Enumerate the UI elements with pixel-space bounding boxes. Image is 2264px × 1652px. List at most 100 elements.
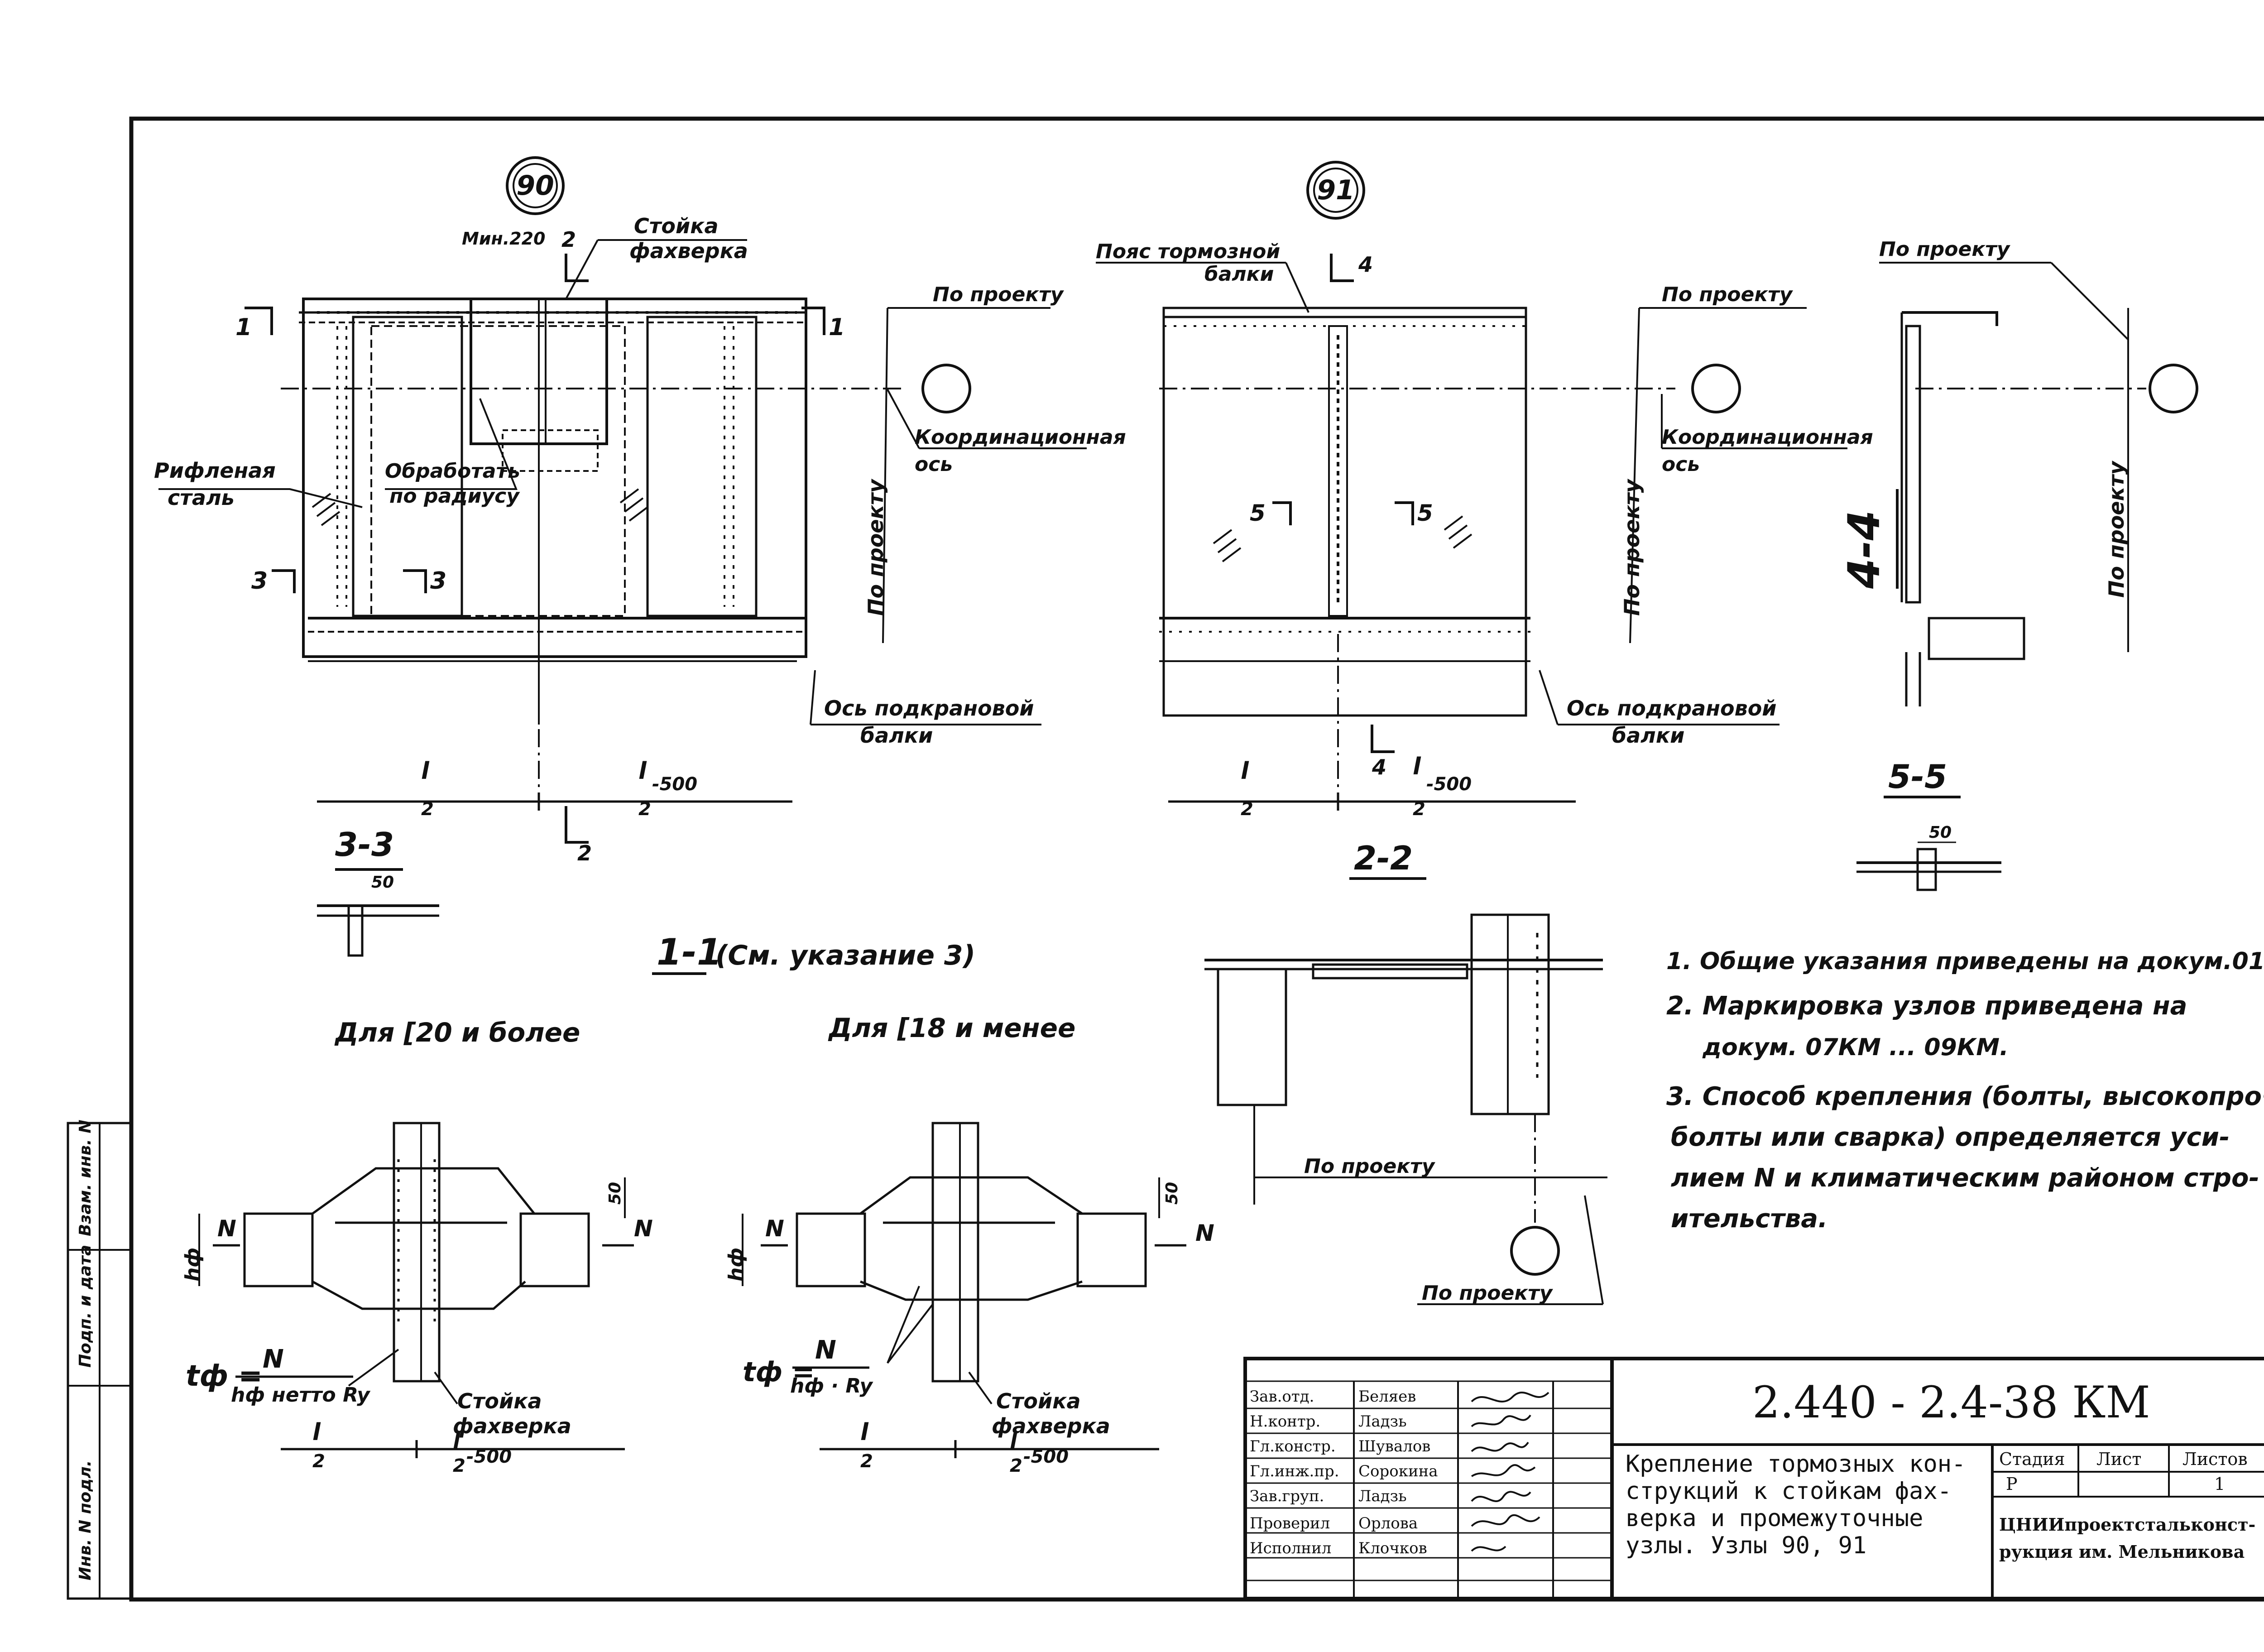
section-2-2-po-proektu-1: По проекту — [1304, 1155, 1436, 1178]
title-block-grid — [1243, 1357, 2264, 1600]
label-rifl-2: сталь — [168, 485, 235, 510]
section-1-1-note: (См. указание 3) — [715, 940, 975, 971]
role-3: Гл.констр. — [1250, 1437, 1336, 1455]
section-4-4-title: 4-4 — [1839, 510, 1890, 589]
dim-l2m-90-minus: -500 — [652, 774, 697, 795]
label-po-proektu-90: По проекту — [933, 283, 1065, 306]
label-po-proektu-v-91: По проекту — [1620, 478, 1644, 616]
section-4-4-po-proektu-top: По проекту — [1879, 238, 2011, 261]
dim-l2-91-bottom: 2 — [1241, 799, 1253, 820]
side-stamp-text-3: Взам. инв. N — [76, 1119, 95, 1236]
node-91-drawing — [1096, 161, 1847, 815]
label-koord-91-2: ось — [1662, 453, 1700, 476]
label-poyas-1: Пояс тормозной — [1096, 240, 1280, 263]
title-line-1: Крепление тормозных кон- — [1626, 1450, 1966, 1478]
role-5-name: Ладзь — [1358, 1487, 1407, 1505]
formula-right-den: hф · Ry — [790, 1374, 873, 1397]
section-1-1-l2m-left-minus: -500 — [466, 1446, 512, 1467]
note-3d: ительства. — [1671, 1204, 1828, 1234]
label-stoika-90: Стойка — [634, 214, 719, 238]
label-os-91-2: балки — [1612, 723, 1684, 748]
role-4: Гл.инж.пр. — [1250, 1462, 1339, 1480]
section-5-5-drawing — [1856, 796, 2001, 891]
dim-l2m-91-minus: -500 — [1426, 774, 1472, 795]
cut-2-bottom: 2 — [577, 841, 592, 865]
cut-4-bottom: 4 — [1372, 755, 1386, 779]
cut-3-left: 3 — [251, 567, 268, 595]
title-line-2: струкций к стойкам фах- — [1626, 1478, 1952, 1505]
formula-right-lhs: tф = — [743, 1356, 815, 1388]
section-1-1-l2m-right-bottom: 2 — [1010, 1455, 1022, 1476]
section-1-1-stoika-left: Стойка — [457, 1389, 542, 1413]
section-4-4-po-proektu-v: По проекту — [2104, 460, 2129, 598]
section-1-1-fakhverka-left: фахверка — [453, 1414, 571, 1438]
title-line-3: верка и промежуточные — [1626, 1505, 1923, 1532]
label-koord-90-2: ось — [915, 453, 953, 476]
organization-2: рукция им. Мельникова — [1999, 1542, 2245, 1562]
role-1-name: Беляев — [1358, 1388, 1416, 1406]
title-block-text: 2.440 - 2.4-38 КМ Крепление тормозных ко… — [1250, 1377, 2255, 1562]
note-2b: докум. 07КМ ... 09КМ. — [1702, 1034, 2009, 1061]
role-2: Н.контр. — [1250, 1412, 1320, 1431]
label-min-220: Мин.220 — [462, 229, 545, 249]
side-stamp-text-1: Инв. N подл. — [76, 1460, 95, 1580]
role-2-name: Ладзь — [1358, 1412, 1407, 1431]
section-3-3-title: 3-3 — [335, 826, 394, 864]
section-5-5-title: 5-5 — [1888, 758, 1947, 796]
section-1-1-N-right-b: N — [1195, 1220, 1214, 1246]
section-2-2-labels: 2-2 По проекту По проекту — [1304, 839, 1554, 1305]
section-1-1-l2-right-top: l — [860, 1419, 869, 1446]
section-1-1-N-right-a: N — [765, 1215, 784, 1242]
section-3-3-drawing — [317, 868, 439, 957]
label-po-proektu-v-90: По проекту — [863, 478, 888, 616]
section-1-1-l2m-right-top: l — [1010, 1430, 1017, 1454]
section-1-1-left-caption: Для [20 и более — [334, 1017, 580, 1048]
section-1-1-N-left-a: N — [217, 1215, 236, 1242]
label-os-91-1: Ось подкрановой — [1567, 696, 1777, 720]
label-os-90-1: Ось подкрановой — [824, 696, 1034, 720]
dim-l2m-91-top: l — [1413, 753, 1421, 780]
section-1-1-drawing — [198, 972, 1186, 1458]
cut-5-left: 5 — [1250, 500, 1266, 526]
label-fakhverka-90: фахверка — [629, 239, 748, 263]
role-5: Зав.груп. — [1250, 1487, 1324, 1505]
side-stamp-text-2: Подп. и дата — [76, 1245, 95, 1368]
section-1-1-dim-50-right: 50 — [1163, 1182, 1181, 1205]
section-2-2-po-proektu-2: По проекту — [1422, 1282, 1554, 1305]
side-stamp: Инв. N подл. Подп. и дата Взам. инв. N — [76, 1119, 95, 1580]
section-1-1-hphi-right: hф — [724, 1248, 748, 1282]
label-rifl-1: Рифленая — [154, 458, 276, 483]
formula-left-den: hф нетто Ry — [231, 1383, 371, 1407]
section-1-1-l2m-right-minus: -500 — [1023, 1446, 1069, 1467]
sheet-header: Лист — [2096, 1449, 2141, 1469]
note-3c: лием N и климатическим районом стро- — [1671, 1163, 2259, 1193]
section-1-1-right-caption: Для [18 и менее — [828, 1013, 1075, 1043]
sheet-value: 1 — [2214, 1474, 2225, 1494]
role-7-name: Клочков — [1358, 1539, 1427, 1557]
doc-number: 2.440 - 2.4-38 КМ — [1752, 1377, 2150, 1428]
dim-l2m-91-bottom: 2 — [1413, 799, 1425, 820]
label-obrab-1: Обработать — [385, 460, 520, 483]
role-7: Исполнил — [1250, 1539, 1331, 1557]
section-1-1-dim-50-left: 50 — [606, 1182, 624, 1205]
section-5-5-dim: 50 — [1929, 823, 1952, 842]
section-1-1-fakhverka-right: фахверка — [992, 1414, 1110, 1438]
stage-header: Стадия — [1999, 1449, 2065, 1469]
section-1-1-hphi-left: hф — [181, 1248, 204, 1282]
cut-5-right: 5 — [1417, 500, 1433, 526]
role-6: Проверил — [1250, 1514, 1330, 1532]
cut-1-left: 1 — [235, 314, 252, 341]
sheet-frame — [67, 116, 2264, 1602]
role-1: Зав.отд. — [1250, 1388, 1314, 1406]
section-1-1-l2-right-bottom: 2 — [860, 1451, 873, 1472]
role-4-name: Сорокина — [1358, 1462, 1438, 1480]
label-koord-90-1: Координационная — [915, 426, 1126, 449]
dim-l2-90-top: l — [421, 758, 430, 785]
general-notes: 1. Общие указания приведены на докум.01К… — [1666, 948, 2264, 1234]
node-90-drawing — [158, 156, 1087, 844]
role-6-name: Орлова — [1358, 1514, 1418, 1532]
section-2-2-title: 2-2 — [1354, 839, 1413, 877]
label-obrab-2: по радиусу — [389, 485, 520, 508]
node-91-labels: 91 Пояс тормозной балки По проекту Коорд… — [1096, 174, 1873, 820]
